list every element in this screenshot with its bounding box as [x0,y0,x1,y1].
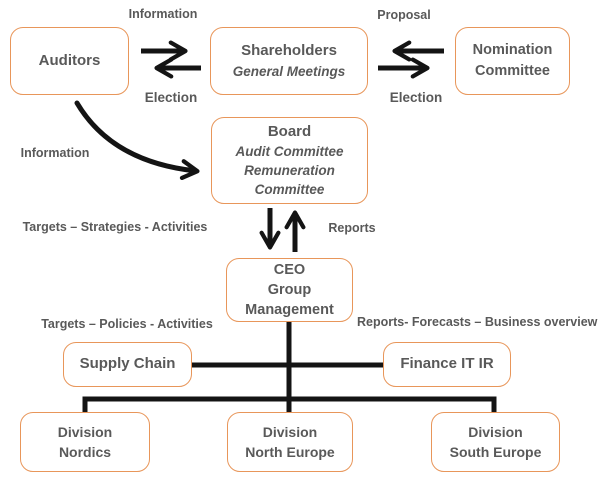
label-information-left: Information [20,146,90,160]
box-board: Board Audit Committee Remuneration Commi… [211,117,368,204]
supply-chain-label: Supply Chain [79,355,176,373]
box-shareholders: Shareholders General Meetings [210,27,368,95]
label-proposal: Proposal [377,8,431,22]
division-nordics-label: Division Nordics [57,423,113,460]
box-supply-chain: Supply Chain [63,342,192,387]
label-reports: Reports [328,221,376,235]
box-division-south-europe: Division South Europe [431,412,560,472]
board-committees: Audit Committee Remuneration Committee [235,143,344,198]
box-division-north-europe: Division North Europe [227,412,353,472]
label-election-left: Election [144,90,198,105]
auditors-label: Auditors [38,51,101,69]
label-reports-forecasts-business-overview: Reports- Forecasts – Business overview [357,315,598,329]
division-south-europe-label: Division South Europe [449,423,542,460]
nomination-committee-label: Nomination Committee [472,41,553,79]
line-divisions-bracket [82,396,497,414]
label-election-right: Election [389,90,443,105]
shareholders-subtitle: General Meetings [232,63,346,79]
shareholders-title: Shareholders [241,42,337,60]
box-auditors: Auditors [10,27,129,95]
box-nomination-committee: Nomination Committee [455,27,570,95]
label-targets-policies-activities: Targets – Policies - Activities [41,317,213,331]
ceo-label: CEO Group Management [245,261,334,319]
board-title: Board [267,122,312,140]
arrow-information-auditors-to-board [74,100,200,181]
box-finance-it-ir: Finance IT IR [383,342,511,387]
division-north-europe-label: Division North Europe [245,423,335,460]
box-ceo-group-management: CEO Group Management [226,258,353,322]
box-division-nordics: Division Nordics [20,412,150,472]
finance-it-ir-label: Finance IT IR [400,355,494,373]
label-information-top: Information [128,7,198,21]
label-targets-strategies-activities: Targets – Strategies - Activities [22,220,208,234]
